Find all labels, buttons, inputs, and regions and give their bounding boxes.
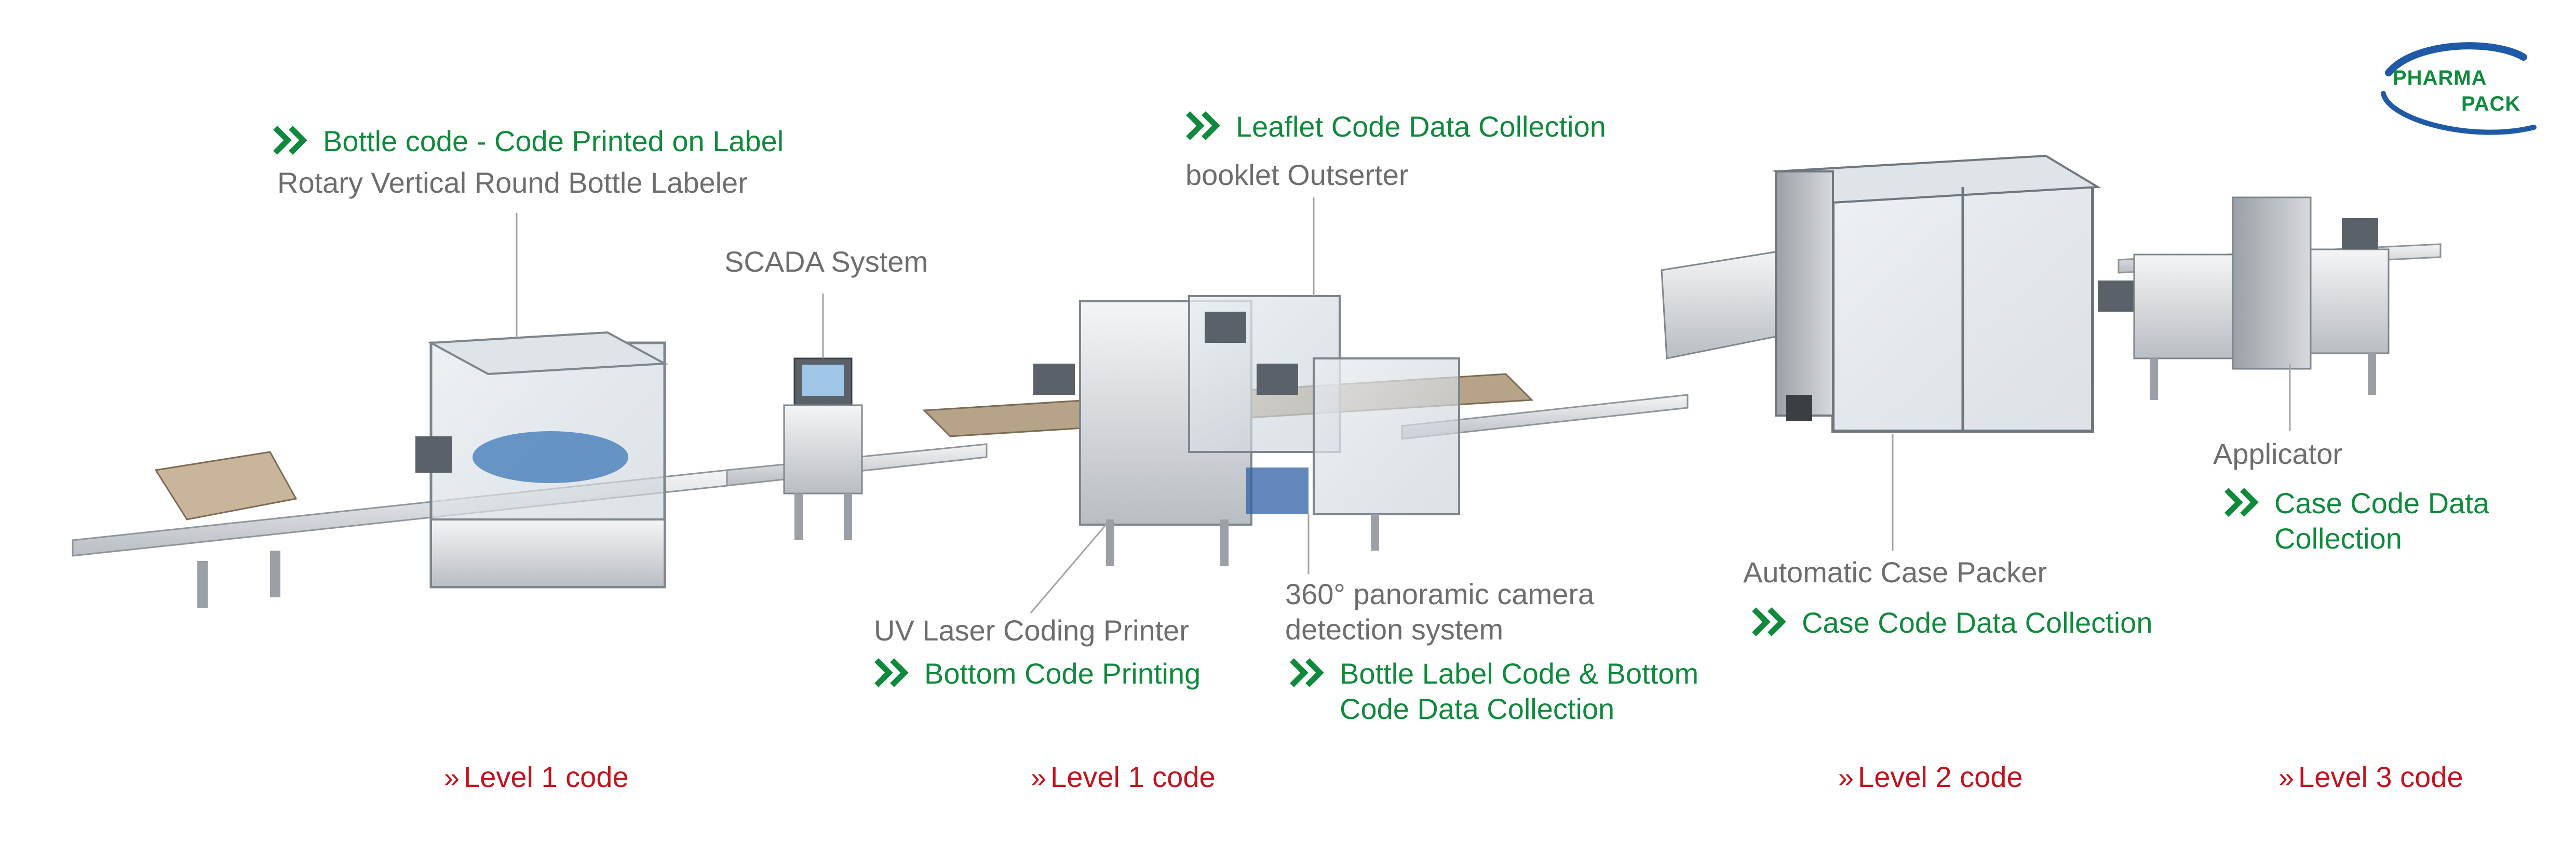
- pharmapack-logo: PHARMA PACK: [2368, 36, 2544, 151]
- bottle-label-bottom-line1: Bottle Label Code & Bottom: [1340, 657, 1699, 690]
- double-angle-quote-icon: »: [2278, 762, 2295, 793]
- scada-terminal: [783, 357, 863, 540]
- camera-line1: 360° panoramic camera: [1285, 578, 1595, 610]
- level-3-text: Level 3 code: [2298, 760, 2463, 793]
- double-chevron-right-icon: [1186, 111, 1220, 140]
- machine-outserter: booklet Outserter: [1185, 158, 1409, 191]
- machine-scada: SCADA System: [724, 245, 928, 278]
- label-bottle-code: Bottle code - Code Printed on Label: [273, 124, 784, 159]
- label-case-code-applicator: Case Code Data Collection: [2224, 486, 2490, 557]
- double-chevron-right-icon: [1752, 607, 1786, 636]
- label-leaflet-code: Leaflet Code Data Collection: [1186, 109, 1606, 144]
- machine-labeler: Rotary Vertical Round Bottle Labeler: [277, 166, 748, 199]
- machine-applicator: Applicator: [2213, 437, 2343, 470]
- case-code-packer-text: Case Code Data Collection: [1802, 606, 2153, 639]
- camera-line2: detection system: [1285, 613, 1504, 646]
- machine-case-packer: Automatic Case Packer: [1743, 556, 2047, 589]
- machine-uv-printer: UV Laser Coding Printer: [874, 614, 1189, 647]
- leaflet-code-text: Leaflet Code Data Collection: [1236, 110, 1606, 143]
- applicator-machine: [2133, 196, 2390, 400]
- double-chevron-right-icon: [2224, 488, 2259, 517]
- level-code-1a: »Level 1 code: [444, 759, 629, 795]
- applicator-case-line1: Case Code Data: [2274, 487, 2490, 519]
- logo-text-line1: PHARMA: [2393, 66, 2487, 89]
- logo-swoosh-icon: [2381, 42, 2537, 135]
- rotary-labeler-machine: [154, 331, 669, 608]
- label-bottom-code-printing: Bottom Code Printing: [874, 656, 1201, 691]
- machine-camera: 360° panoramic camera detection system: [1285, 577, 1594, 648]
- level-code-1b: »Level 1 code: [1031, 759, 1216, 795]
- double-chevron-right-icon: [874, 658, 909, 687]
- case-packer-machine: [1661, 154, 2134, 433]
- double-angle-quote-icon: »: [1031, 762, 1047, 793]
- label-bottle-label-bottom-code: Bottle Label Code & Bottom Code Data Col…: [1290, 656, 1699, 727]
- double-angle-quote-icon: »: [444, 762, 460, 793]
- applicator-case-line2: Collection: [2274, 522, 2402, 555]
- level-2-text: Level 2 code: [1858, 760, 2023, 793]
- outserter-printer-camera-cluster: [922, 295, 1534, 566]
- level-1b-text: Level 1 code: [1050, 760, 1216, 793]
- leader-lines: [516, 197, 2291, 613]
- double-angle-quote-icon: »: [1838, 762, 1854, 793]
- bottle-code-text: Bottle code - Code Printed on Label: [323, 125, 784, 157]
- level-code-2: »Level 2 code: [1838, 759, 2023, 795]
- double-chevron-right-icon: [1290, 658, 1324, 687]
- level-code-3: »Level 3 code: [2278, 759, 2463, 795]
- double-chevron-right-icon: [273, 126, 307, 155]
- label-case-code-packer: Case Code Data Collection: [1752, 605, 2153, 640]
- logo-text-line2: PACK: [2461, 92, 2521, 115]
- level-1a-text: Level 1 code: [464, 760, 629, 793]
- bottom-code-printing-text: Bottom Code Printing: [924, 657, 1201, 690]
- bottle-label-bottom-line2: Code Data Collection: [1340, 692, 1615, 726]
